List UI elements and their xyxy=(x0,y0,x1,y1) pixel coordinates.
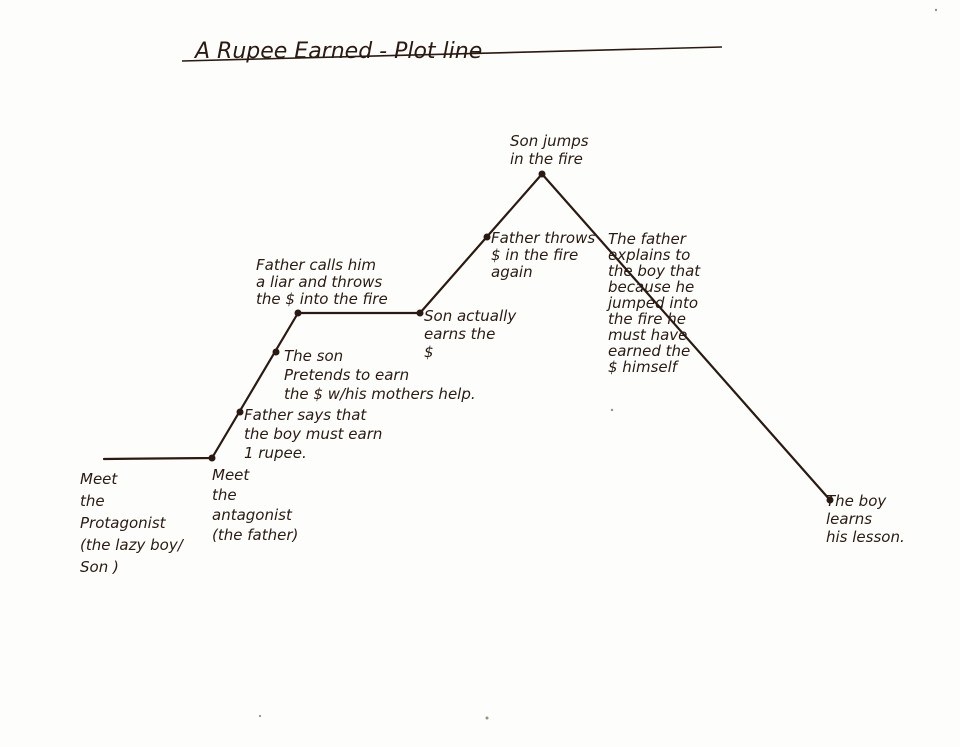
event-dots xyxy=(208,170,834,504)
label-line: Meet xyxy=(212,466,250,484)
label-line: $ himself xyxy=(608,358,680,376)
title-underline xyxy=(181,46,723,62)
label-line: antagonist xyxy=(212,506,293,524)
label-line: the xyxy=(212,486,237,504)
label-line: the fire he xyxy=(608,310,686,328)
label-line: Son actually xyxy=(424,307,517,325)
label-line: Son ) xyxy=(80,558,119,576)
label-line: explains to xyxy=(608,246,690,264)
plot-line xyxy=(102,172,832,502)
dot-father-throws-again xyxy=(483,233,491,241)
dot-meet-antagonist xyxy=(208,454,216,462)
label-line: the $ w/his mothers help. xyxy=(284,385,476,403)
label-line: Father throws xyxy=(491,229,595,247)
dot-father-calls-liar xyxy=(294,309,302,317)
paper-specks xyxy=(258,8,938,720)
label-line: Son jumps xyxy=(510,132,589,150)
speck xyxy=(485,716,489,720)
label-line: The father xyxy=(608,230,687,248)
dot-boy-learns xyxy=(826,496,834,504)
dot-son-pretends xyxy=(272,348,280,356)
label-line: again xyxy=(491,263,533,281)
label-line: earns the xyxy=(424,325,495,343)
label-line: the boy that xyxy=(608,262,701,280)
dot-father-says-earn xyxy=(236,408,244,416)
label-line: (the lazy boy/ xyxy=(80,536,185,554)
label-line: jumped into xyxy=(606,294,698,312)
label-line: Father says that xyxy=(244,406,367,424)
plot-line-path xyxy=(102,172,832,502)
dot-son-jumps xyxy=(538,170,546,178)
label-line: earned the xyxy=(608,342,690,360)
speck xyxy=(610,408,614,412)
label-line: the xyxy=(80,492,105,510)
label-line: learns xyxy=(826,510,872,528)
label-line: Protagonist xyxy=(80,514,167,532)
label-line: $ xyxy=(424,343,434,361)
label-line: his lesson. xyxy=(826,528,905,546)
label-line: Meet xyxy=(80,470,118,488)
speck xyxy=(258,714,262,718)
label-line: Pretends to earn xyxy=(284,366,409,384)
label-line: because he xyxy=(608,278,694,296)
label-line: The boy xyxy=(826,492,887,510)
label-line: 1 rupee. xyxy=(244,444,307,462)
dot-son-earns xyxy=(416,309,424,317)
label-line: a liar and throws xyxy=(256,273,382,291)
label-line: the boy must earn xyxy=(244,425,382,443)
label-line: (the father) xyxy=(212,526,298,544)
speck xyxy=(934,8,938,12)
label-meet-antagonist: Meet the antagonist (the father) xyxy=(212,466,298,544)
label-line: must have xyxy=(608,326,687,344)
label-line: Father calls him xyxy=(256,256,376,274)
label-line: The son xyxy=(284,347,343,365)
label-line: in the fire xyxy=(510,150,583,168)
label-line: $ in the fire xyxy=(491,246,578,264)
label-line: the $ into the fire xyxy=(256,290,388,308)
